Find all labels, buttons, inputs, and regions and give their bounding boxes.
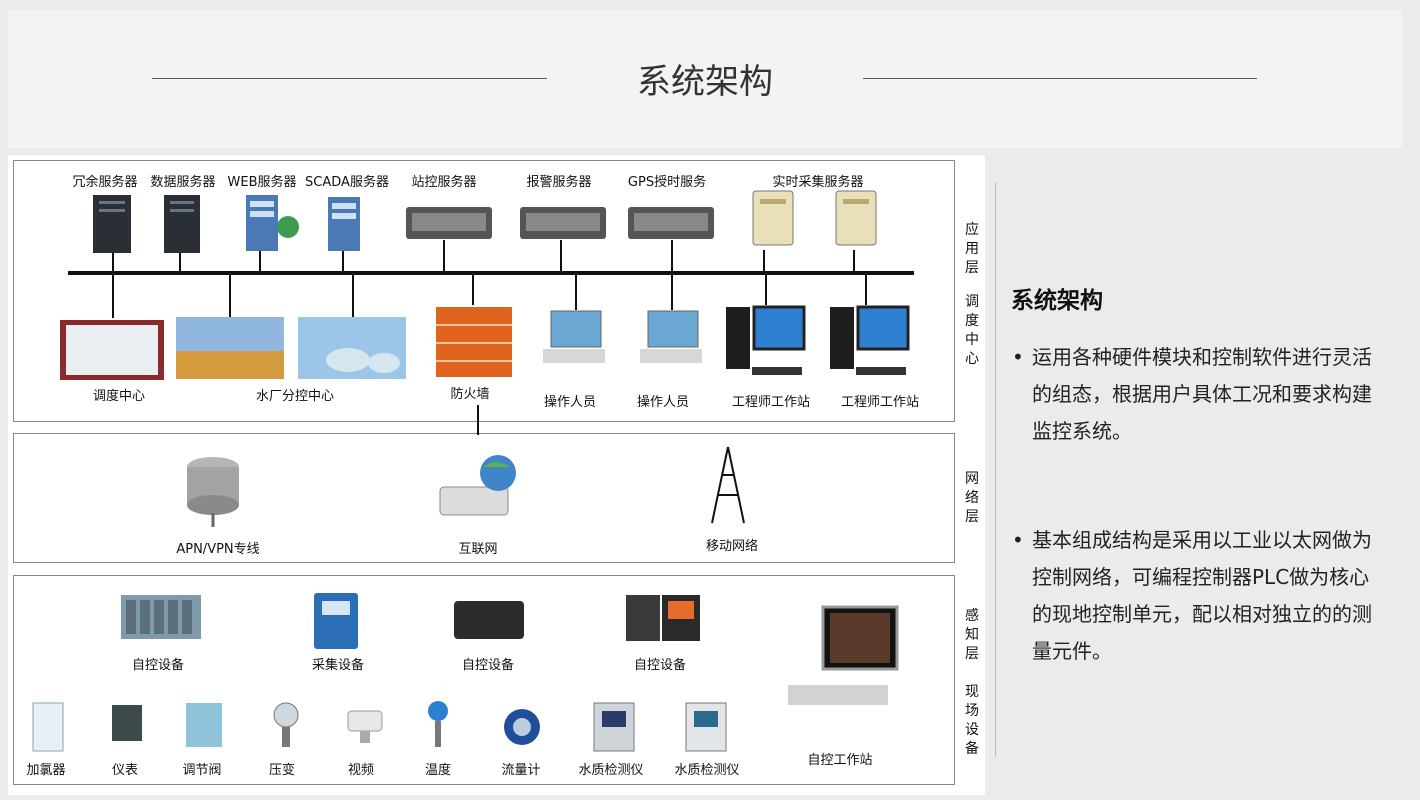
label-auto-device-2: 自控设备 [461, 658, 515, 673]
label-operator-2: 操作人员 [636, 395, 690, 410]
water-plant-scene-2 [298, 317, 406, 379]
label-gps-server: GPS授时服务 [627, 175, 707, 190]
label-collect-server: 实时采集服务器 [772, 175, 864, 190]
label-engineer-2: 工程师工作站 [840, 395, 920, 410]
label-water-quality-1: 水质检测仪 [578, 763, 644, 778]
label-alarm-server: 报警服务器 [526, 175, 592, 190]
label-water-quality-2: 水质检测仪 [674, 763, 740, 778]
server-icon-redundant [93, 195, 131, 253]
pressure-transmitter-icon [273, 702, 299, 747]
server-connectors [112, 240, 867, 435]
header-banner [8, 10, 1402, 148]
side-bullet-2-text: 基本组成结构是采用以工业以太网做为控制网络，可编程控制器PLC做为核心的现地控制… [1032, 528, 1372, 663]
operator-laptop-2 [640, 310, 702, 363]
vlabel-network-layer: 网络层 [965, 471, 979, 525]
label-redundant-server: 冗余服务器 [72, 175, 138, 190]
label-engineer-1: 工程师工作站 [731, 395, 811, 410]
title-line-right [863, 78, 1257, 79]
water-plant-scene-1 [176, 317, 284, 379]
flow-meter-icon [504, 709, 540, 745]
server-icon-web [246, 195, 299, 251]
side-bullet-1: • 运用各种硬件模块和控制软件进行灵活的组态，根据用户具体工况和要求构建监控系统… [1012, 339, 1372, 450]
label-chlorinator: 加氯器 [26, 763, 66, 778]
vlabel-dispatch-center: 调度中心 [965, 294, 979, 367]
vlabel-application-layer: 应用层 [965, 222, 979, 276]
rack-server-icon-station [406, 207, 492, 239]
server-icon-scada [328, 197, 360, 251]
collector-device [314, 593, 358, 649]
label-auto-device-1: 自控设备 [131, 658, 185, 673]
label-scada-server: SCADA服务器 [305, 175, 389, 190]
plc-device-2 [454, 601, 524, 639]
antenna-tower-icon [711, 446, 745, 524]
label-flow-meter: 流量计 [501, 763, 541, 778]
diagram-graphics [32, 190, 914, 752]
label-station-server: 站控服务器 [411, 175, 477, 190]
pc-icon-collect-2 [835, 190, 877, 246]
bullet-dot: • [1012, 345, 1024, 369]
title-line-left [152, 78, 547, 79]
label-water-plant-center: 水厂分控中心 [255, 389, 335, 404]
plc-device-3 [626, 595, 700, 641]
label-operator-1: 操作人员 [543, 395, 597, 410]
engineer-workstation-2 [830, 305, 910, 375]
label-control-valve: 调节阀 [182, 763, 222, 778]
control-valve-icon [186, 703, 222, 747]
vlabel-sensing-layer: 感知层 [965, 608, 979, 662]
label-data-server: 数据服务器 [150, 175, 216, 190]
side-title: 系统架构 [1011, 288, 1103, 314]
server-icon-data [164, 195, 200, 253]
page-title: 系统架构 [637, 62, 773, 102]
database-icon [187, 457, 239, 527]
label-dispatch-center: 调度中心 [92, 389, 146, 404]
label-pressure: 压变 [268, 763, 296, 778]
rack-server-icon-gps [628, 207, 714, 239]
camera-icon [347, 710, 383, 743]
pc-icon-collect-1 [752, 190, 794, 246]
label-instrument: 仪表 [111, 763, 139, 778]
dispatch-center-screen [60, 320, 164, 380]
label-auto-device-3: 自控设备 [633, 658, 687, 673]
label-mobile-network: 移动网络 [705, 539, 759, 554]
plc-device-1 [121, 595, 201, 639]
temperature-sensor-icon [428, 701, 448, 747]
side-divider [995, 182, 996, 757]
router-globe-icon [439, 455, 516, 516]
rack-server-icon-alarm [520, 207, 606, 239]
firewall-icon [436, 307, 512, 377]
bullet-dot: • [1012, 528, 1024, 552]
architecture-diagram: 冗余服务器 数据服务器 WEB服务器 SCADA服务器 站控服务器 报警服务器 … [8, 155, 985, 795]
label-temperature: 温度 [424, 763, 452, 778]
engineer-workstation-1 [726, 305, 806, 375]
instrument-icon [112, 705, 142, 741]
label-web-server: WEB服务器 [227, 175, 297, 190]
label-field-workstation: 自控工作站 [807, 753, 873, 768]
side-bullet-1-text: 运用各种硬件模块和控制软件进行灵活的组态，根据用户具体工况和要求构建监控系统。 [1032, 345, 1372, 443]
label-video: 视频 [347, 763, 375, 778]
side-bullet-2: • 基本组成结构是采用以工业以太网做为控制网络，可编程控制器PLC做为核心的现地… [1012, 522, 1372, 670]
label-collect-device: 采集设备 [311, 658, 365, 673]
chlorinator-icon [32, 702, 64, 752]
operator-laptop-1 [543, 310, 605, 363]
water-quality-analyzer-2 [685, 702, 727, 752]
water-quality-analyzer-1 [593, 702, 635, 752]
vlabel-field-devices: 现场设备 [965, 684, 979, 757]
field-workstation-icon [788, 605, 899, 705]
label-internet: 互联网 [458, 542, 498, 557]
label-apn-vpn: APN/VPN专线 [176, 542, 260, 557]
label-firewall: 防火墙 [450, 387, 490, 402]
